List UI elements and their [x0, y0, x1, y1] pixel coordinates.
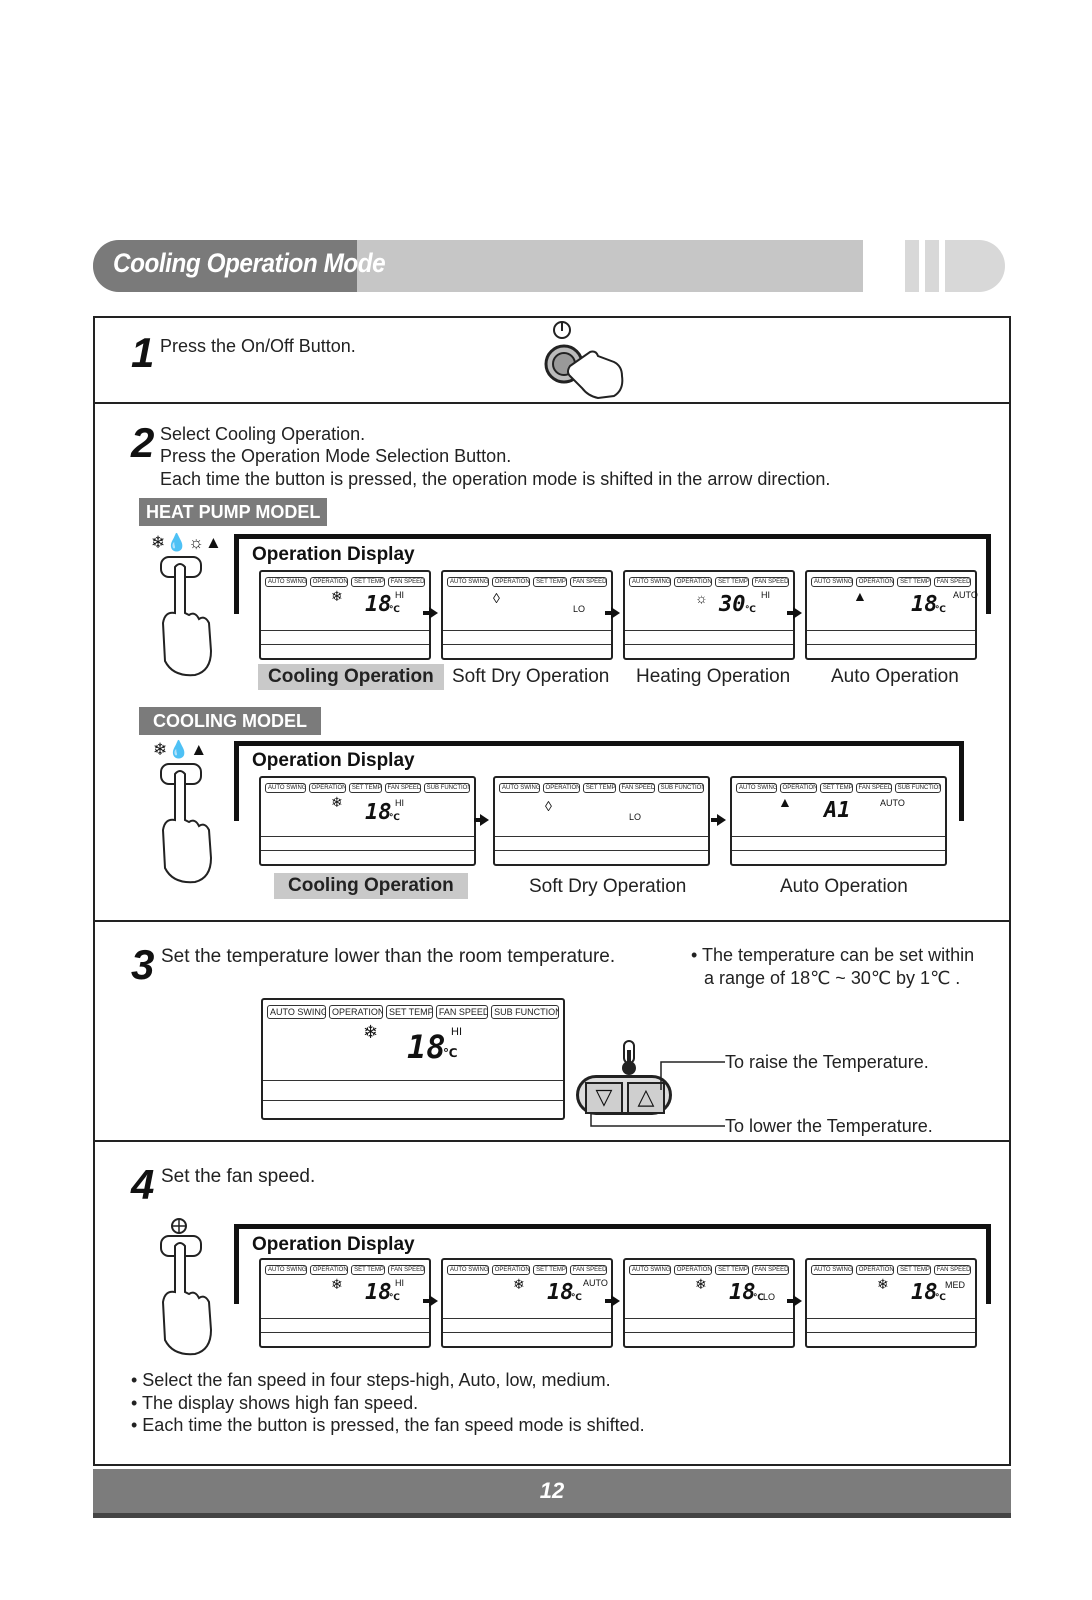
temp-range-note: a range of 18℃ ~ 30℃ by 1℃ . [704, 968, 961, 988]
leader-lines [590, 1061, 725, 1127]
mode-label-auto: Auto Operation [831, 666, 959, 687]
step-number: 2 [131, 419, 155, 466]
header-decoration [905, 240, 1013, 292]
arrow-right [423, 1295, 438, 1307]
mode-label-soft-dry: Soft Dry Operation [452, 666, 610, 687]
arrow-right [787, 607, 802, 619]
footer-rule [93, 1513, 1011, 1518]
cycle-bracket [234, 534, 991, 614]
step3-text: Set the temperature lower than the room … [161, 946, 616, 967]
page-footer: 12 [93, 1469, 1011, 1513]
mode-label-soft-dry: Soft Dry Operation [529, 876, 687, 897]
operation-display-title: Operation Display [252, 750, 415, 771]
operation-display-title: Operation Display [252, 544, 415, 565]
onoff-button-press-icon [544, 321, 624, 400]
divider [95, 402, 1009, 404]
fan-note: • Each time the button is pressed, the f… [131, 1415, 645, 1435]
cooling-model-label: COOLING MODEL [139, 707, 321, 735]
fan-button-hand-icon [160, 1218, 213, 1356]
header-dark-segment [93, 240, 357, 292]
raise-temp-label: To raise the Temperature. [725, 1052, 929, 1072]
arrow-right [605, 607, 620, 619]
step1-text: Press the On/Off Button. [160, 336, 356, 356]
step-number: 1 [131, 329, 155, 376]
temp-range-note: • The temperature can be set within [691, 945, 975, 965]
mode-icons: ❄💧☼▲ [151, 533, 223, 552]
heat-pump-model-label: HEAT PUMP MODEL [139, 498, 328, 526]
step2-line3: Each time the button is pressed, the ope… [160, 469, 831, 489]
step2-line1: Select Cooling Operation. [160, 424, 366, 444]
divider [95, 1140, 1009, 1142]
step-number: 4 [131, 1161, 155, 1208]
arrow-right [423, 607, 438, 619]
cycle-bracket [234, 1224, 991, 1304]
operation-display-title: Operation Display [252, 1234, 415, 1255]
arrow-right [605, 1295, 620, 1307]
temp-up-button[interactable]: △ [627, 1082, 665, 1114]
hand-press-icon [160, 763, 213, 884]
step4-text: Set the fan speed. [161, 1166, 316, 1187]
page-number: 12 [539, 1478, 565, 1503]
mode-label-cooling: Cooling Operation [258, 664, 444, 690]
divider [95, 920, 1009, 922]
temp-down-button[interactable]: ▽ [585, 1082, 623, 1114]
arrow-right [787, 1295, 802, 1307]
arrow-right [474, 814, 489, 826]
fan-note: • Select the fan speed in four steps-hig… [131, 1370, 611, 1390]
hand-press-icon [160, 556, 213, 677]
temperature-button[interactable]: ▽ △ [576, 1075, 672, 1115]
step2-line2: Press the Operation Mode Selection Butto… [160, 446, 512, 466]
cycle-bracket [234, 741, 964, 821]
mode-label-auto: Auto Operation [780, 876, 908, 897]
lower-temp-label: To lower the Temperature. [725, 1116, 933, 1136]
mode-icons: ❄💧▲ [153, 740, 209, 759]
section-header: Cooling Operation Mode [93, 240, 863, 292]
thermometer-icon [622, 1040, 636, 1075]
fan-note: • The display shows high fan speed. [131, 1393, 419, 1413]
section-title: Cooling Operation Mode [113, 248, 386, 278]
instruction-frame: 1 Press the On/Off Button. 2 Select Cool… [93, 316, 1011, 1466]
mode-label-heating: Heating Operation [636, 666, 791, 687]
mode-label-cooling: Cooling Operation [274, 873, 468, 899]
arrow-right [711, 814, 726, 826]
step-number: 3 [131, 941, 155, 988]
